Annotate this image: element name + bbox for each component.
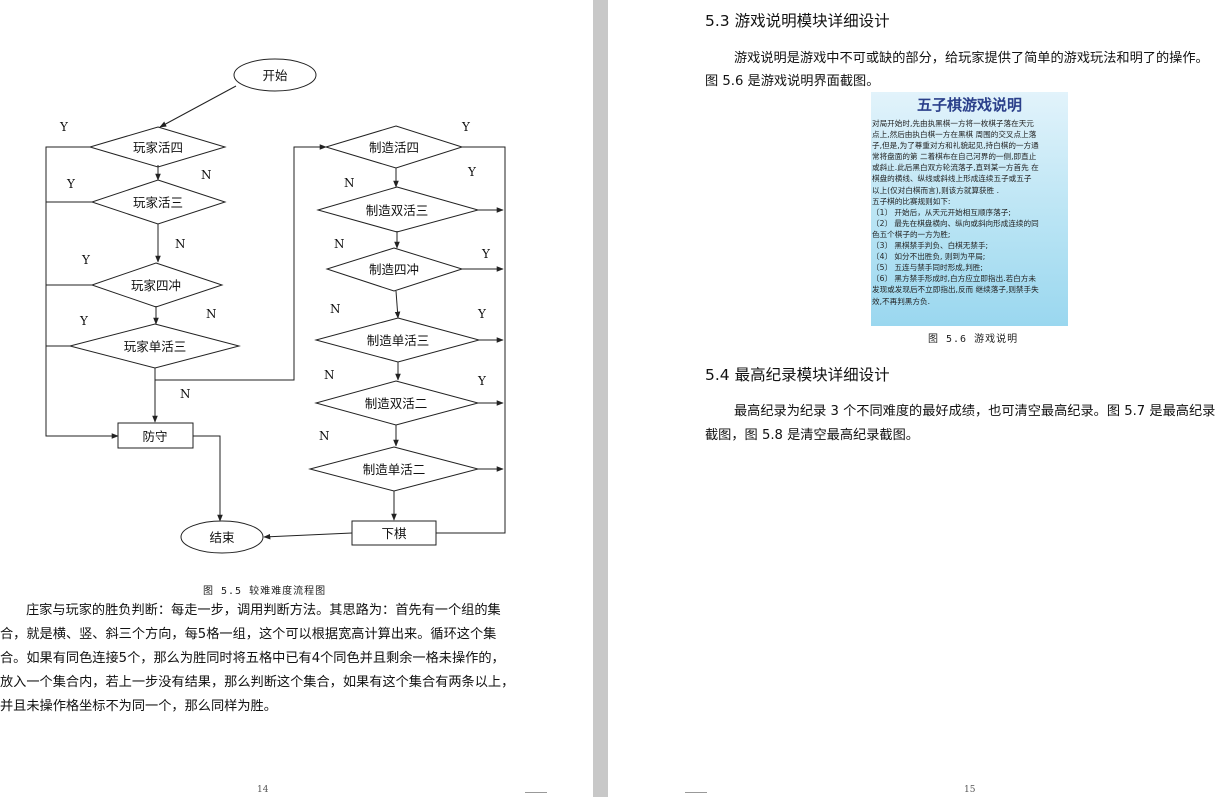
- flow-no-label: N: [175, 237, 186, 251]
- help-line: 棋盘的横线、纵线或斜线上形成连续五子或五子: [872, 174, 1032, 184]
- help-line: 常将盘面的第 二着棋布在自己河界的一侧,即直止: [872, 152, 1037, 162]
- help-line: 子,但是,为了尊重对方和礼貌起见,持白棋的一方通: [872, 141, 1039, 151]
- section-5-4-line2: 截图，图 5.8 是清空最高纪录截图。: [705, 428, 919, 443]
- page-corner-mark: [525, 792, 547, 793]
- help-line: 对局开始时,先由执黑棋一方将一枚棋子落在天元: [872, 119, 1034, 128]
- body-paragraph: 庄家与玩家的胜负判断：每走一步，调用判断方法。其思路为：首先有一个组的集 合，就…: [0, 599, 593, 719]
- flow-yes-label: Y: [467, 165, 477, 179]
- flow-player-check-label: 玩家活四: [133, 140, 183, 155]
- flow-move-label: 下棋: [381, 526, 407, 541]
- paragraph-line: 庄家与玩家的胜负判断：每走一步，调用判断方法。其思路为：首先有一个组的集: [26, 603, 501, 618]
- flow-end-node: [180, 520, 264, 554]
- flow-yes-label: Y: [66, 177, 76, 191]
- flow-make-check-label: 制造双活二: [365, 396, 428, 411]
- page-number: 15: [964, 785, 976, 795]
- help-line: 〔5〕 五连与禁手同时形成,判胜;: [872, 263, 983, 273]
- help-line: 五子棋的比赛规则如下:: [872, 196, 951, 206]
- flow-make-check-3: [325, 247, 464, 292]
- figure-caption-5-6: 图 5.6 游戏说明: [928, 334, 1019, 345]
- flow-no-label: N: [324, 368, 335, 382]
- flow-make-check-label: 制造单活三: [367, 333, 430, 348]
- flow-make-check-label: 制造活四: [369, 140, 419, 155]
- flow-player-check-1: [88, 126, 227, 168]
- flow-start-node: [233, 58, 317, 92]
- help-screenshot-title: 五子棋游戏说明: [916, 96, 1022, 114]
- flow-player-check-label: 玩家活三: [133, 195, 183, 210]
- help-line: 〔2〕 最先在棋盘横向、纵向或斜向形成连续的同: [872, 218, 1039, 228]
- flow-make-check-label: 制造四冲: [369, 262, 419, 277]
- help-line: 效,不再判黑方负.: [872, 296, 930, 306]
- help-line: 〔4〕 如分不出胜负, 则到为平局;: [872, 252, 986, 262]
- help-line: 〔6〕 黑方禁手形成时,白方应立即指出.若白方未: [872, 274, 1036, 284]
- flow-make-check-1: [324, 125, 464, 169]
- help-line: 〔3〕 黑棋禁手判负、白棋无禁手;: [872, 241, 989, 251]
- flow-make-check-4: [314, 317, 481, 363]
- flow-yes-label: Y: [477, 374, 487, 388]
- flow-no-label: N: [180, 387, 191, 401]
- help-screenshot-body: 对局开始时,先由执黑棋一方将一枚棋子落在天元 点上,然后由执白棋一方在黑棋 周围…: [872, 118, 1068, 307]
- page-gutter: [593, 0, 608, 797]
- figure-caption-5-5: 图 5.5 较难难度流程图: [203, 586, 327, 597]
- flow-player-check-label: 玩家单活三: [124, 339, 187, 354]
- paragraph-line: 合，就是横、竖、斜三个方向，每5格一组，这个可以根据宽高计算出来。循环这个集: [0, 627, 497, 642]
- flow-no-label: N: [206, 307, 217, 321]
- flow-make-check-label: 制造单活二: [363, 462, 426, 477]
- flow-yes-label: Y: [477, 307, 487, 321]
- flow-no-label: N: [319, 429, 330, 443]
- help-line: 点上,然后由执白棋一方在黑棋 周围的交叉点上落: [872, 130, 1037, 140]
- flow-no-label: N: [330, 302, 341, 316]
- flow-make-check-2: [316, 186, 480, 233]
- section-heading-5-4: 5.4 最高纪录模块详细设计: [705, 366, 890, 384]
- flow-player-check-2: [90, 179, 227, 225]
- flow-no-label: N: [344, 176, 355, 190]
- help-line: 〔1〕 开始后，从天元开始相互顺序落子;: [872, 207, 1011, 217]
- page-number: 14: [257, 785, 269, 795]
- flow-player-check-3: [90, 262, 224, 308]
- flow-make-check-5: [314, 380, 480, 426]
- flow-end-label: 结束: [209, 530, 235, 545]
- section-5-3-line2: 图 5.6 是游戏说明界面截图。: [705, 74, 880, 89]
- section-5-3-line1: 游戏说明是游戏中不可或缺的部分，给玩家提供了简单的游戏玩法和明了的操作。: [734, 51, 1209, 66]
- game-help-screenshot: 五子棋游戏说明 对局开始时,先由执黑棋一方将一枚棋子落在天元 点上,然后由执白棋…: [871, 92, 1068, 326]
- flow-no-label: N: [201, 168, 212, 182]
- paragraph-line: 放入一个集合内，若上一步没有结果，那么判断这个集合，如果有这个集合有两条以上，: [0, 675, 515, 690]
- page-right: 5.3 游戏说明模块详细设计 游戏说明是游戏中不可或缺的部分，给玩家提供了简单的…: [608, 0, 1231, 797]
- flow-player-check-4: [68, 323, 241, 369]
- flow-defend-label: 防守: [142, 429, 167, 444]
- help-line: 发现或发现后不立即指出,反而 继续落子,则禁手失: [872, 285, 1039, 295]
- help-line: 色五个棋子的一方为胜;: [872, 229, 951, 239]
- flowchart-svg: 开始 结束 防守 下棋 玩家活四 玩家活三 玩家四冲 玩家单活三 制造活四 制造…: [45, 58, 506, 554]
- help-line: 或斜止.此后黑白双方轮流落子,直到某一方首先 在: [872, 163, 1039, 173]
- flow-make-check-6: [308, 446, 480, 492]
- section-heading-5-3: 5.3 游戏说明模块详细设计: [705, 12, 890, 30]
- flow-move-node: [351, 520, 437, 546]
- flow-make-check-label: 制造双活三: [366, 203, 429, 218]
- paragraph-line: 并且未操作格坐标不为同一个，那么同样为胜。: [0, 699, 277, 714]
- flow-yes-label: Y: [59, 120, 69, 134]
- flow-yes-label: Y: [79, 314, 89, 328]
- flow-player-check-label: 玩家四冲: [131, 278, 181, 293]
- flow-yes-label: Y: [81, 253, 91, 267]
- flow-defend-node: [117, 422, 194, 449]
- page-corner-mark: [685, 792, 707, 793]
- paragraph-line: 合。如果有同色连接5个，那么为胜同时将五格中已有4个同色并且剩余一格未操作的，: [0, 651, 505, 666]
- flow-yes-label: Y: [461, 120, 471, 134]
- flow-no-label: N: [334, 237, 345, 251]
- help-line: 以上(仅对白棋而言),则该方就算获胜 .: [872, 185, 1000, 195]
- section-5-4-line1: 最高纪录为纪录 3 个不同难度的最好成绩，也可清空最高纪录。图 5.7 是最高纪…: [734, 404, 1216, 419]
- flow-start-label: 开始: [262, 68, 288, 83]
- page-left: 开始 结束 防守 下棋 玩家活四 玩家活三 玩家四冲 玩家单活三 制造活四 制造…: [0, 0, 593, 797]
- flow-yes-label: Y: [481, 247, 491, 261]
